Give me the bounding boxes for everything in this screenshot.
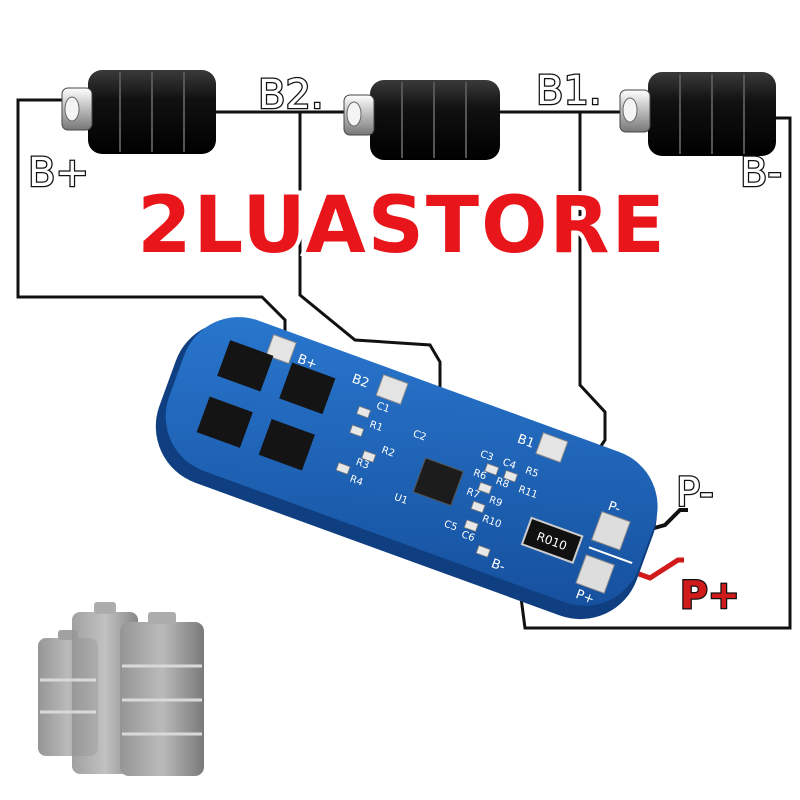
silk-ref-r9: R9 bbox=[487, 495, 503, 510]
mosfet-chips bbox=[196, 340, 336, 471]
battery-cell-1 bbox=[61, 70, 216, 154]
pad-p-minus bbox=[591, 510, 631, 551]
silk-ref-r8: R8 bbox=[494, 476, 510, 491]
silk-ref-r5: R5 bbox=[524, 465, 540, 480]
silk-b-plus: B+ bbox=[295, 352, 319, 373]
silk-b1: B1 bbox=[515, 432, 536, 452]
wire-b-plus bbox=[16, 98, 287, 345]
battery-cell-3 bbox=[619, 72, 776, 156]
wire-b2 bbox=[298, 112, 442, 395]
pad-b-plus bbox=[265, 333, 297, 365]
pad-b2 bbox=[375, 374, 409, 405]
bms-pcb-board: R010 B+ B2 B1 B- P- P+ C1R1C2R2R3R4U1C3C… bbox=[155, 317, 658, 620]
pad-p-plus bbox=[575, 554, 616, 594]
silk-ref-c3: C3 bbox=[478, 449, 494, 464]
wire-b1 bbox=[578, 112, 607, 456]
label-b1: B1. bbox=[536, 68, 602, 114]
protection-ic bbox=[412, 457, 464, 507]
silk-ref-u1: U1 bbox=[392, 492, 409, 507]
label-b-minus: B- bbox=[740, 150, 782, 196]
label-b-plus: B+ bbox=[28, 150, 89, 196]
silk-ref-c4: C4 bbox=[501, 457, 517, 472]
silk-ref-c1: C1 bbox=[375, 400, 391, 415]
pad-b1 bbox=[535, 432, 569, 463]
silk-ref-c2: C2 bbox=[411, 429, 427, 444]
silk-ref-r4: R4 bbox=[348, 474, 364, 489]
silk-ref-r3: R3 bbox=[354, 457, 370, 472]
silk-ref-r2: R2 bbox=[380, 445, 396, 460]
silk-p-minus: P- bbox=[606, 499, 623, 517]
battery-pack-icon bbox=[38, 602, 204, 776]
silk-ref-c5: C5 bbox=[442, 519, 458, 534]
silk-p-plus: P+ bbox=[574, 587, 597, 608]
label-p-minus: P- bbox=[676, 470, 714, 516]
silk-ref-c6: C6 bbox=[460, 529, 476, 544]
silk-b2: B2 bbox=[350, 372, 371, 392]
wire-p-plus bbox=[627, 557, 684, 581]
shunt-resistor bbox=[520, 516, 584, 564]
label-p-plus: P+ bbox=[680, 573, 740, 617]
battery-cell-2 bbox=[343, 80, 500, 160]
watermark-text: 2LUASTORE bbox=[137, 181, 667, 271]
silk-ref-r7: R7 bbox=[465, 486, 481, 501]
silk-b-minus: B- bbox=[489, 556, 507, 575]
label-b2: B2. bbox=[258, 72, 324, 118]
silk-ref-r1: R1 bbox=[368, 419, 384, 434]
silk-ref-r6: R6 bbox=[472, 468, 488, 483]
